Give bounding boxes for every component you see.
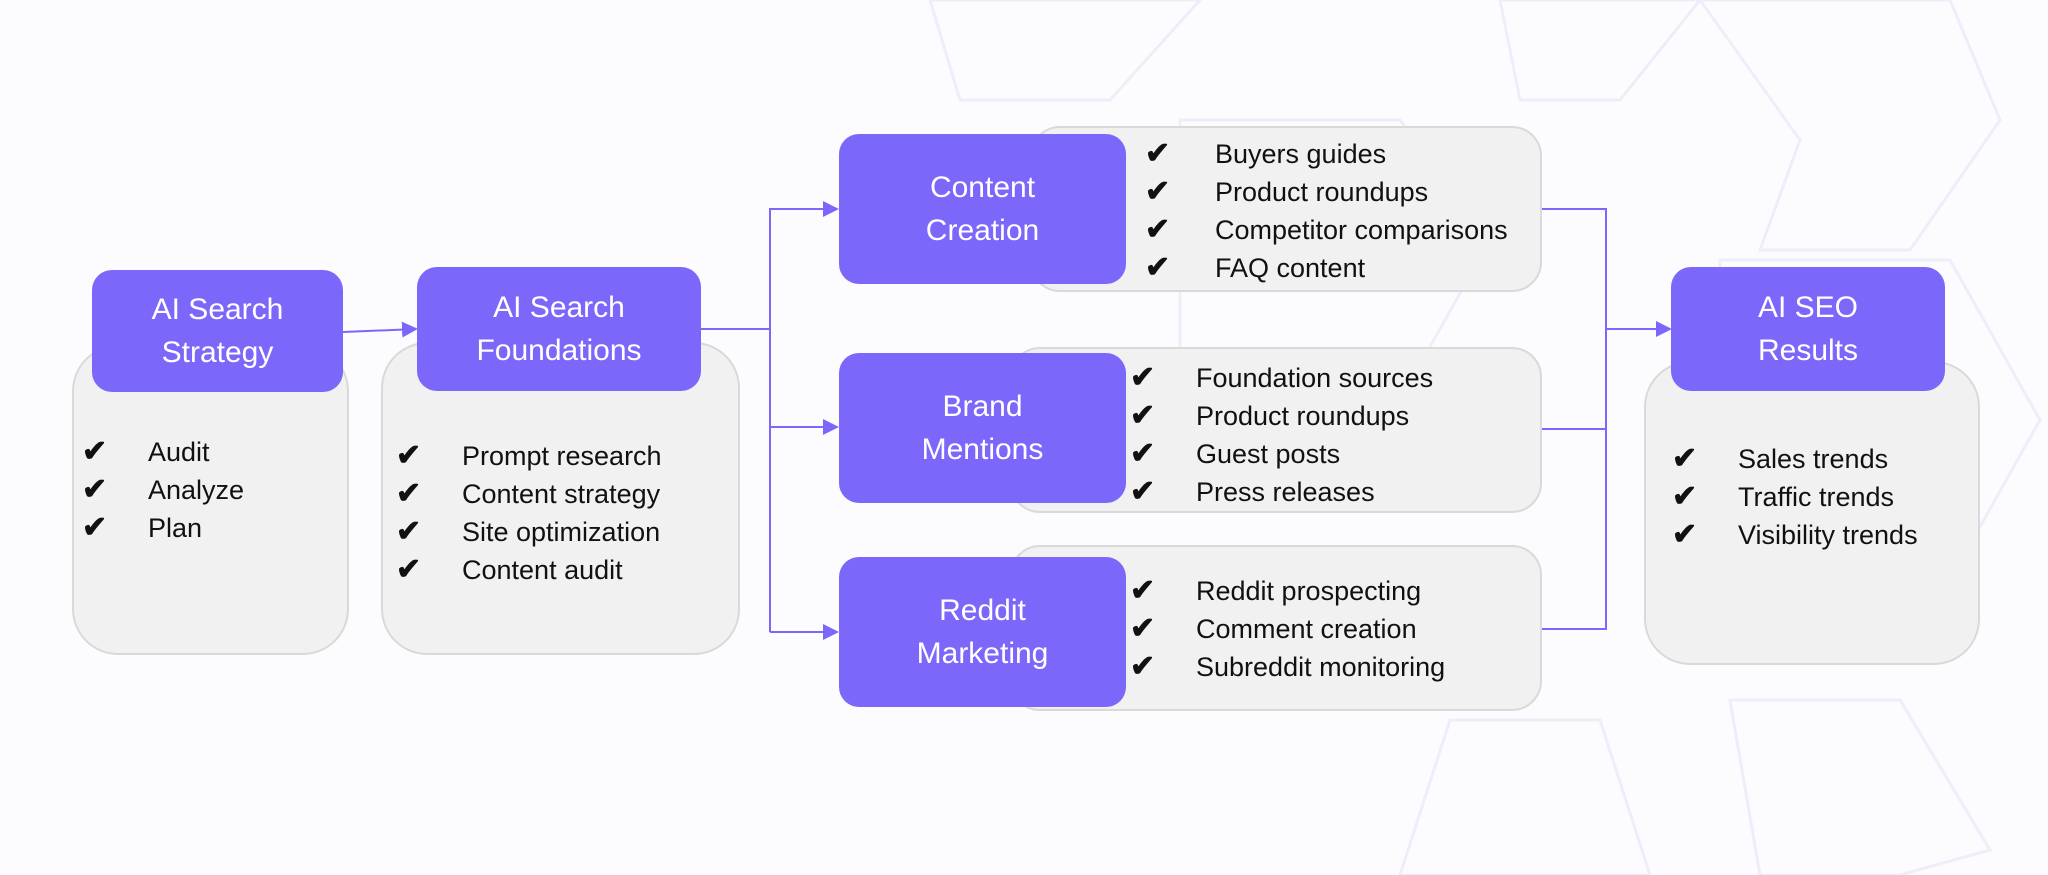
hexagon-shape (1728, 698, 1993, 875)
list-item: ✔Buyers guides (1145, 135, 1508, 173)
strategy-box[interactable]: AI Search Strategy (92, 270, 343, 392)
check-icon: ✔ (396, 439, 422, 472)
list-item: ✔Subreddit monitoring (1130, 648, 1445, 686)
merge-line (1542, 208, 1607, 630)
list-item: ✔Prompt research (396, 437, 662, 475)
hexagon-shape (1398, 718, 1652, 875)
reddit-marketing-box[interactable]: Reddit Marketing (839, 557, 1126, 707)
check-icon: ✔ (82, 435, 108, 468)
check-icon: ✔ (1130, 437, 1156, 470)
strategy-title-line2: Strategy (161, 336, 274, 369)
content-creation-list: ✔Buyers guides ✔Product roundups ✔Compet… (1145, 135, 1508, 287)
list-item: ✔Visibility trends (1672, 516, 1918, 554)
list-item: ✔FAQ content (1145, 249, 1508, 287)
strategy-panel (72, 345, 349, 655)
check-icon: ✔ (1145, 137, 1171, 170)
list-item: ✔Plan (82, 509, 244, 547)
reddit-marketing-title-line2: Marketing (916, 637, 1049, 670)
list-item: ✔Competitor comparisons (1145, 211, 1508, 249)
results-panel (1644, 361, 1980, 665)
strategy-title-line1: AI Search (151, 293, 284, 326)
list-item: ✔Product roundups (1145, 173, 1508, 211)
check-icon: ✔ (82, 511, 108, 544)
hexagon-shape (928, 0, 1203, 102)
content-creation-box[interactable]: Content Creation (839, 134, 1126, 284)
check-icon: ✔ (1130, 574, 1156, 607)
foundations-box[interactable]: AI Search Foundations (417, 267, 701, 391)
check-icon: ✔ (1145, 213, 1171, 246)
list-item: ✔Press releases (1130, 473, 1433, 511)
list-item: ✔Reddit prospecting (1130, 572, 1445, 610)
content-creation-title-line1: Content (929, 171, 1036, 204)
arrow-to-content-creation (701, 201, 839, 330)
check-icon: ✔ (1672, 480, 1698, 513)
results-box[interactable]: AI SEO Results (1671, 267, 1945, 391)
check-icon: ✔ (396, 515, 422, 548)
foundations-panel (381, 342, 740, 655)
list-item: ✔Sales trends (1672, 440, 1918, 478)
foundations-title-line2: Foundations (476, 334, 642, 367)
list-item: ✔Guest posts (1130, 435, 1433, 473)
check-icon: ✔ (1130, 399, 1156, 432)
results-list: ✔Sales trends ✔Traffic trends ✔Visibilit… (1672, 440, 1918, 554)
brand-mentions-title-line1: Brand (942, 390, 1023, 423)
list-item: ✔Analyze (82, 471, 244, 509)
check-icon: ✔ (1130, 361, 1156, 394)
hexagon-shape (1698, 0, 2002, 252)
check-icon: ✔ (1130, 612, 1156, 645)
check-icon: ✔ (1130, 650, 1156, 683)
list-item: ✔Traffic trends (1672, 478, 1918, 516)
list-item: ✔Comment creation (1130, 610, 1445, 648)
content-creation-title-line2: Creation (925, 214, 1040, 247)
list-item: ✔Audit (82, 433, 244, 471)
check-icon: ✔ (1145, 175, 1171, 208)
brand-mentions-title-line2: Mentions (921, 433, 1044, 466)
check-icon: ✔ (1672, 442, 1698, 475)
check-icon: ✔ (82, 473, 108, 506)
reddit-marketing-title-line1: Reddit (939, 594, 1026, 627)
foundations-title-line1: AI Search (493, 291, 625, 324)
reddit-marketing-list: ✔Reddit prospecting ✔Comment creation ✔S… (1130, 572, 1445, 686)
check-icon: ✔ (1130, 475, 1156, 508)
strategy-list: ✔Audit ✔Analyze ✔Plan (82, 433, 244, 547)
results-title-line2: Results (1757, 334, 1859, 367)
brand-mentions-list: ✔Foundation sources ✔Product roundups ✔G… (1130, 359, 1433, 511)
list-item: ✔Content strategy (396, 475, 662, 513)
list-item: ✔Content audit (396, 551, 662, 589)
list-item: ✔Site optimization (396, 513, 662, 551)
hexagon-shape (1498, 0, 1702, 102)
brand-mentions-box[interactable]: Brand Mentions (839, 353, 1126, 503)
foundations-list: ✔Prompt research ✔Content strategy ✔Site… (396, 437, 662, 589)
check-icon: ✔ (396, 553, 422, 586)
list-item: ✔Foundation sources (1130, 359, 1433, 397)
check-icon: ✔ (1145, 251, 1171, 284)
check-icon: ✔ (1672, 518, 1698, 551)
arrow-strategy-to-foundations (342, 321, 418, 338)
results-title-line1: AI SEO (1757, 291, 1859, 324)
check-icon: ✔ (396, 477, 422, 510)
list-item: ✔Product roundups (1130, 397, 1433, 435)
